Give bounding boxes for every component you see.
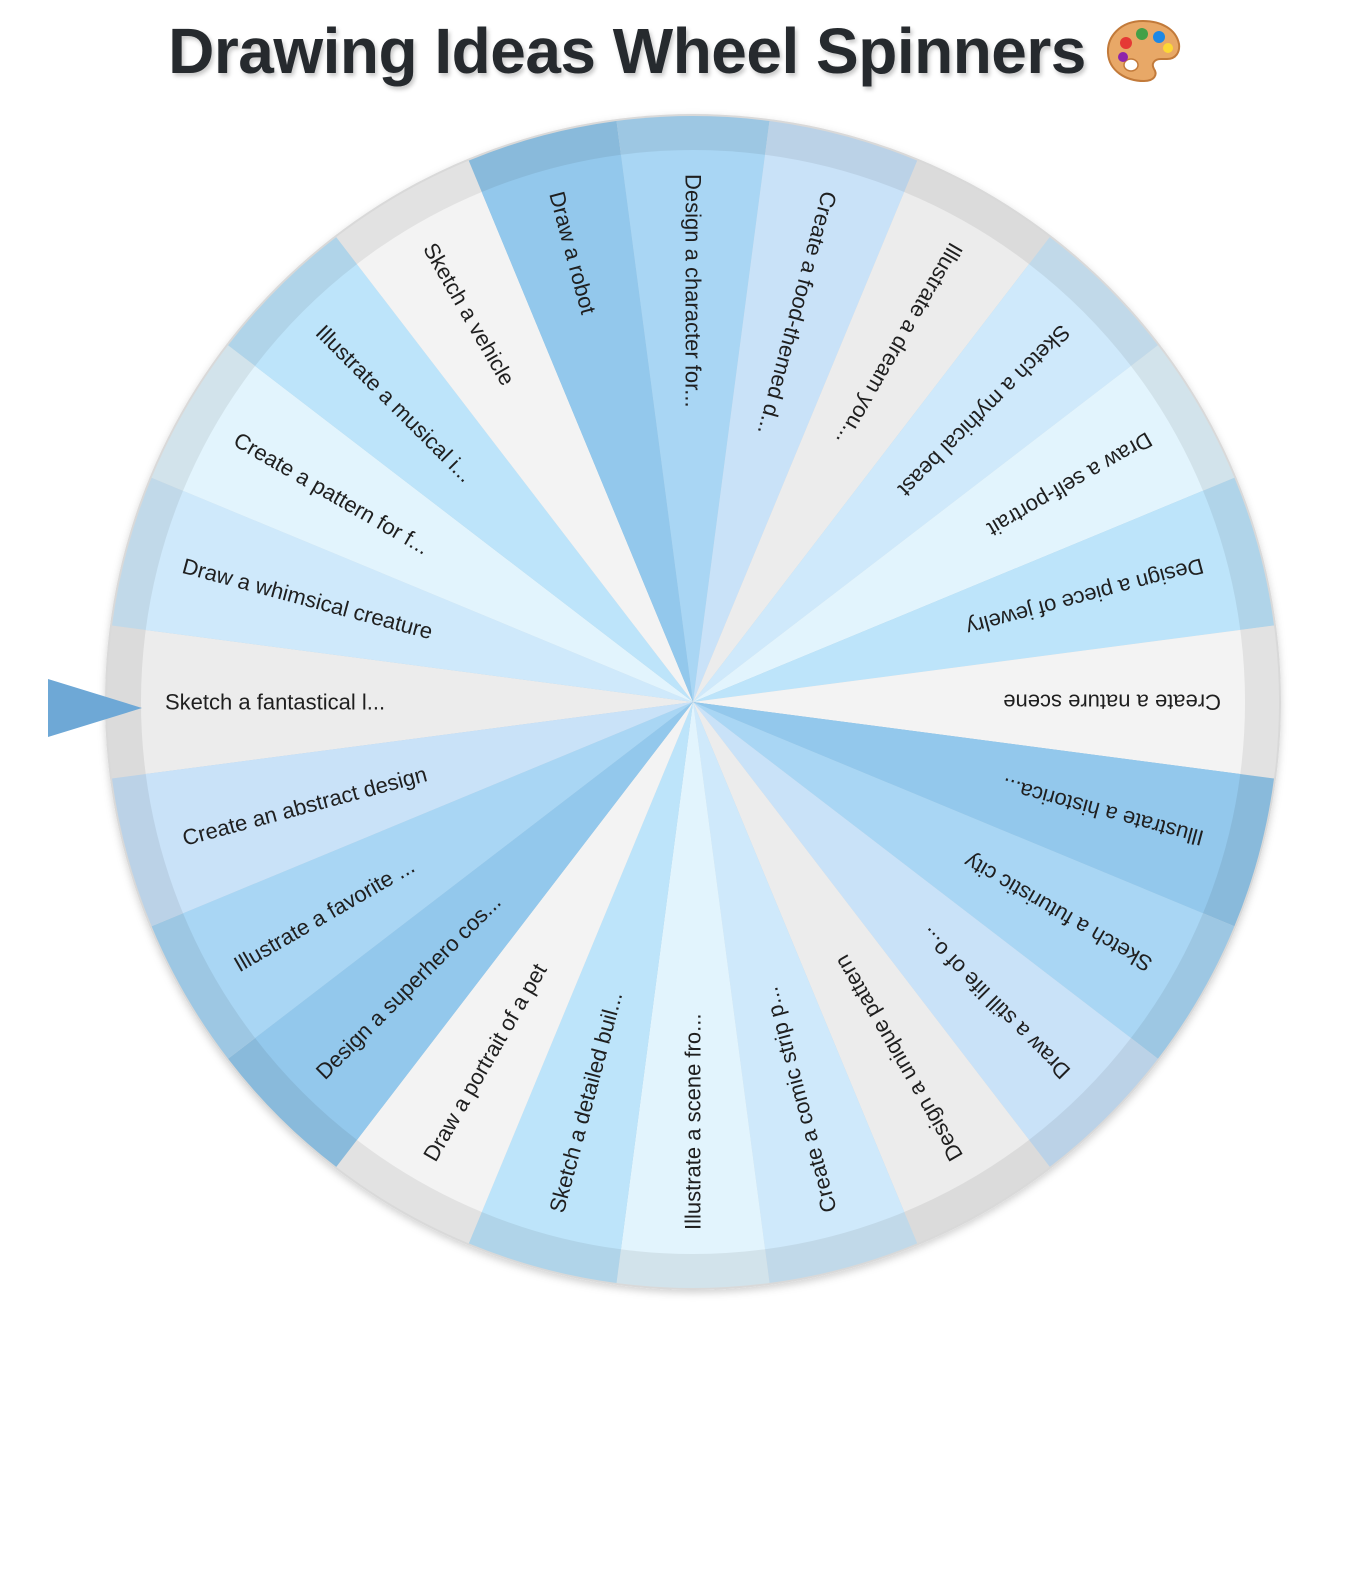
wheel-segment-fill	[145, 490, 694, 702]
wheel-segment-label: Create a nature scene	[1003, 690, 1221, 715]
wheel-segment-fill	[693, 192, 1030, 702]
wheel-segment[interactable]: Illustrate a scene fro...	[616, 702, 770, 1289]
wheel-segment[interactable]: Draw a robot	[468, 121, 693, 703]
wheel-segment[interactable]: Create a nature scene	[693, 625, 1280, 779]
pointer-arrow	[48, 679, 142, 737]
wheel-segment-fill	[481, 702, 693, 1250]
wheel-segment[interactable]: Design a unique pattern	[693, 702, 1050, 1244]
wheel-segment[interactable]: Sketch a fantastical l...	[106, 625, 694, 779]
wheel-segment[interactable]: Sketch a vehicle	[336, 160, 693, 703]
wheel-segment-fill	[693, 365, 1203, 702]
wheel-segment-label: Sketch a fantastical l...	[165, 690, 385, 715]
wheel-segment[interactable]: Draw a self-portrait	[693, 345, 1235, 702]
wheel-segment-fill	[140, 629, 693, 775]
wheel-segment[interactable]: Design a character for...	[616, 115, 770, 703]
wheel-segment-fill	[693, 702, 905, 1250]
wheel-segment-fill	[620, 702, 766, 1255]
wheel-segment-fill	[693, 702, 1203, 1039]
wheel-segment-fill	[693, 702, 1241, 914]
wheel-segment-fill	[255, 702, 693, 1140]
wheel-segment-fill	[481, 154, 693, 703]
wheel-segment-fill	[183, 365, 693, 702]
artist-palette-icon	[1106, 19, 1181, 83]
wheel-segment-fill	[356, 192, 693, 702]
wheel-segment[interactable]: Design a superhero cos...	[228, 702, 693, 1167]
wheel-segment[interactable]: Sketch a detailed buil...	[468, 702, 693, 1283]
wheel-segment-fill	[693, 154, 905, 703]
page-title: Drawing Ideas Wheel Spinners	[168, 15, 1086, 87]
wheel-segment-fill	[356, 702, 693, 1212]
wheel-segment[interactable]: Illustrate a favorite ...	[151, 702, 694, 1059]
wheel-segment-fill	[183, 702, 693, 1039]
wheel-segment-fill	[145, 702, 694, 914]
wheel-segment-fill	[693, 629, 1246, 775]
title-row: Drawing Ideas Wheel Spinners	[0, 14, 1350, 88]
wheel-segment-fill	[693, 490, 1241, 702]
wheel-segment[interactable]: Design a piece of jewelry	[693, 477, 1274, 702]
wheel-segment[interactable]: Sketch a futuristic city	[693, 702, 1235, 1059]
wheel-segment[interactable]: Create a comic strip p...	[693, 702, 918, 1283]
wheel-segment[interactable]: Illustrate a historica...	[693, 702, 1274, 927]
wheel-segment-fill	[255, 264, 693, 702]
wheel-segment-label: Illustrate a scene fro...	[681, 1014, 706, 1230]
wheel-segment[interactable]: Create an abstract design	[112, 702, 694, 927]
wheel-rotor[interactable]: Sketch a fantastical l...Draw a whimsica…	[106, 115, 1280, 1289]
wheel-segment-label: Design a character for...	[681, 174, 706, 408]
wheel-segment-fill	[693, 264, 1131, 702]
wheel-segment-fill	[620, 149, 766, 702]
wheel-segment[interactable]: Draw a whimsical creature	[112, 477, 694, 702]
wheel-segment-fill	[693, 702, 1131, 1140]
wheel-segment[interactable]: Illustrate a musical i...	[228, 237, 693, 702]
wheel-segment-fill	[693, 702, 1030, 1212]
